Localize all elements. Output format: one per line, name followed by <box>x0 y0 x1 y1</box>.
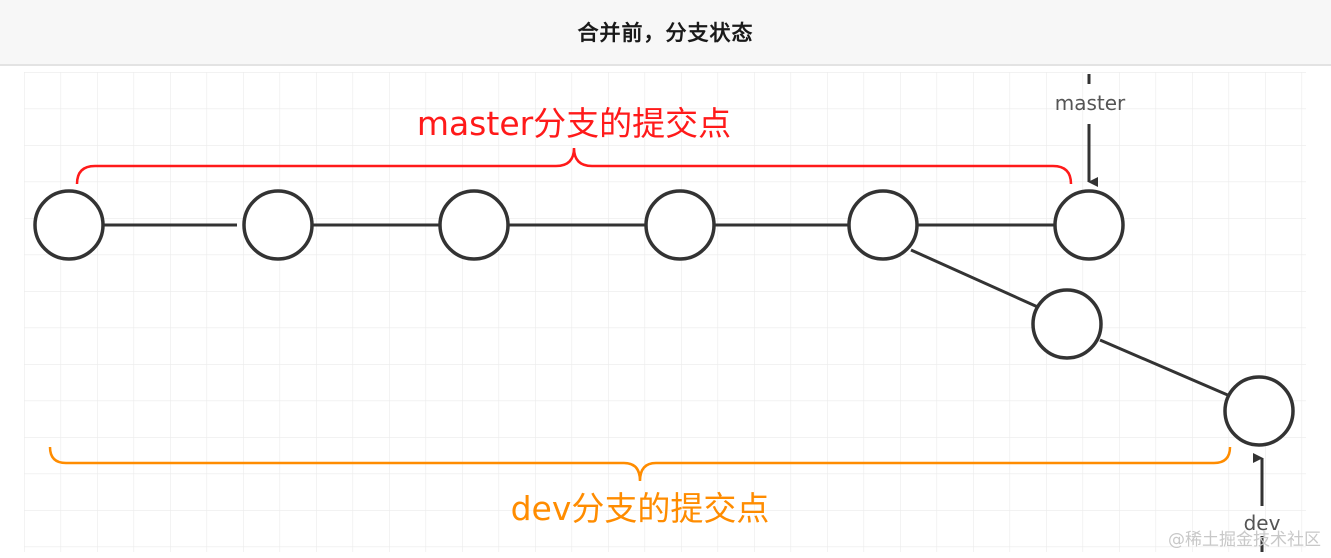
grid-background <box>24 72 1306 552</box>
master-pointer: master <box>1055 74 1126 187</box>
page-title: 合并前，分支状态 <box>577 21 754 45</box>
commit-edges <box>104 223 1231 398</box>
edge <box>910 248 1041 310</box>
master-head-commit-node <box>1053 189 1125 261</box>
dev-brace-label: dev分支的提交点 <box>511 489 770 528</box>
dev-head-commit-node <box>1223 375 1295 447</box>
page-header: 合并前，分支状态 <box>0 0 1331 66</box>
edge <box>1099 338 1231 398</box>
dev-commit-node <box>1031 288 1103 360</box>
branch-diagram: master分支的提交点 master <box>0 66 1331 558</box>
master-commit-node <box>847 189 919 261</box>
commit-nodes <box>33 189 1295 447</box>
diagram-svg: master分支的提交点 master <box>24 72 1306 552</box>
watermark: @稀土掘金技术社区 <box>1168 530 1321 550</box>
master-brace-label: master分支的提交点 <box>417 104 731 143</box>
dev-brace <box>48 446 1232 482</box>
master-commit-node <box>33 189 105 261</box>
dev-pointer: dev <box>1244 453 1281 552</box>
master-commit-node <box>644 189 716 261</box>
master-pointer-label: master <box>1055 91 1126 115</box>
master-brace <box>75 147 1073 185</box>
master-commit-node <box>438 189 510 261</box>
dev-pointer-label: dev <box>1244 511 1281 535</box>
master-commit-node <box>242 189 314 261</box>
